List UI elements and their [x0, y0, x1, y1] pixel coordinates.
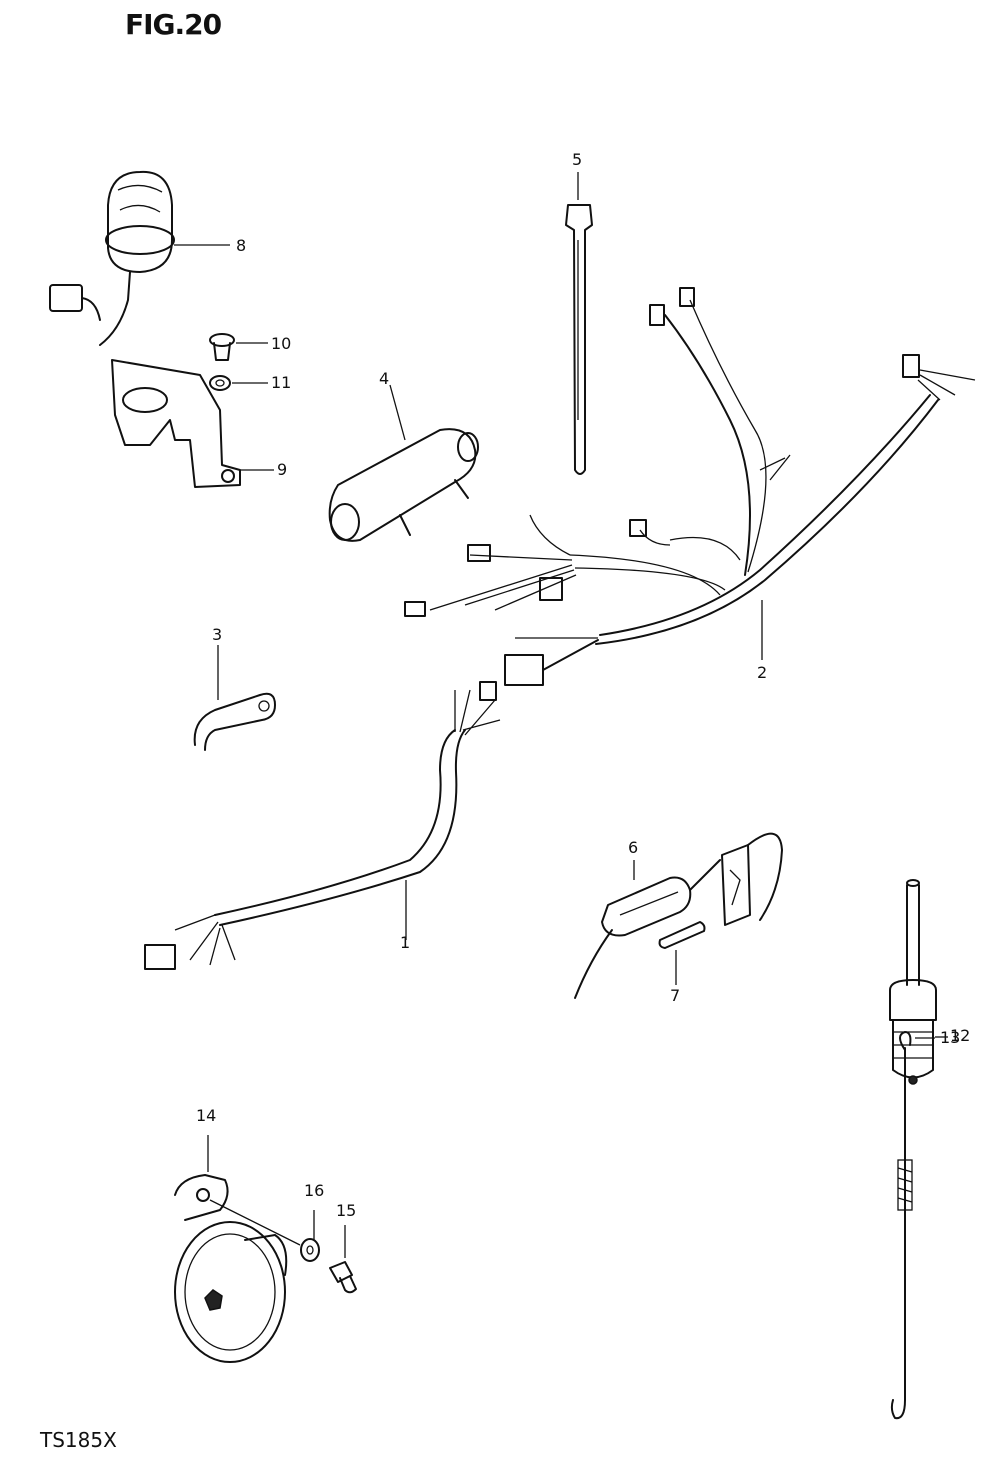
fuse-holder-part — [574, 832, 783, 999]
callout-label-9: 9 — [277, 460, 288, 479]
callout-label-2: 2 — [757, 663, 768, 682]
screw-part-10 — [209, 333, 268, 361]
clamp-band-part — [565, 172, 593, 475]
washer-part-11 — [209, 375, 268, 391]
callout-label-8: 8 — [236, 236, 247, 255]
model-code: TS185X — [40, 1428, 117, 1452]
ignition-switch-part — [49, 170, 230, 346]
switch-bracket-part — [111, 359, 274, 488]
callout-label-14: 14 — [196, 1106, 217, 1125]
switch-part-12 — [889, 879, 948, 1085]
callout-label-15: 15 — [336, 1201, 357, 1220]
fuse-part — [658, 921, 706, 985]
callout-label-7: 7 — [670, 986, 681, 1005]
bolt-part-15 — [329, 1225, 357, 1294]
harness-clamp-part — [193, 645, 276, 751]
washer-part-16 — [300, 1210, 320, 1262]
callout-label-12: 12 — [950, 1026, 971, 1045]
figure-title: FIG.20 — [125, 8, 222, 41]
callout-label-5: 5 — [572, 150, 583, 169]
callout-label-6: 6 — [628, 838, 639, 857]
callout-label-1: 1 — [400, 933, 411, 952]
ignition-coil-part — [328, 384, 479, 542]
callout-label-10: 10 — [271, 334, 292, 353]
spring-rod-part-13 — [890, 1031, 935, 1420]
callout-label-11: 11 — [271, 373, 292, 392]
main-wiring-harness-part — [404, 287, 976, 686]
callout-label-3: 3 — [212, 625, 223, 644]
horn-part — [174, 1135, 301, 1363]
callout-label-16: 16 — [304, 1181, 325, 1200]
callout-label-13: 13 — [940, 1028, 961, 1047]
callout-label-4: 4 — [379, 369, 390, 388]
sub-wiring-harness-part — [144, 681, 501, 970]
